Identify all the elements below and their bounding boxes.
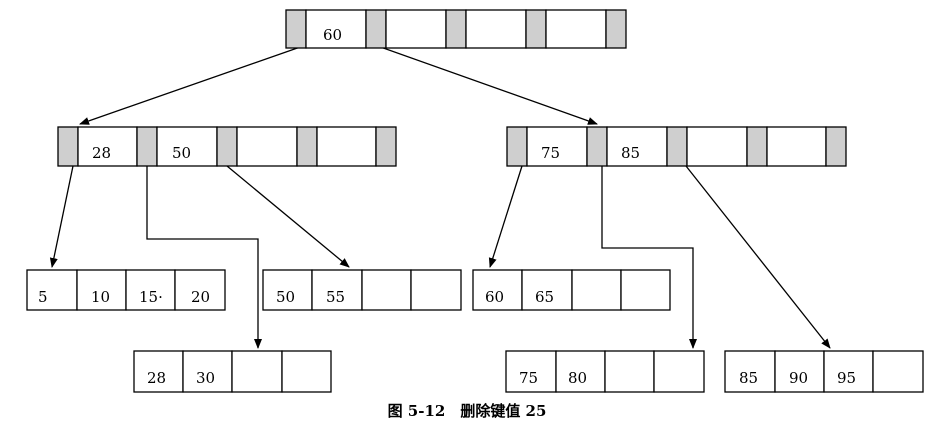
leaf-cell (823, 350, 874, 393)
key-cell (465, 9, 527, 49)
key-cell (385, 9, 447, 49)
key-cell (316, 126, 377, 167)
key-cell (766, 126, 827, 167)
key-label: 90 (789, 369, 808, 387)
key-label: 28 (92, 144, 111, 162)
key-cell (545, 9, 607, 49)
tree-edges (49, 44, 831, 349)
key-cell (77, 126, 138, 167)
leaf-cell (133, 350, 184, 393)
edge-right-internal-to-leaf-3 (488, 165, 523, 268)
pointer-cell (296, 126, 318, 167)
leaf-node-4: 28 30 (133, 350, 332, 393)
key-label: 60 (485, 288, 504, 306)
pointer-cell (216, 126, 238, 167)
key-label: 75 (541, 144, 560, 162)
leaf-cell (76, 269, 127, 311)
pointer-cell (525, 9, 547, 49)
pointer-cell (136, 126, 158, 167)
pointer-cell (445, 9, 467, 49)
edge-root-to-left-internal (79, 44, 307, 125)
leaf-cell (262, 269, 313, 311)
leaf-cell (604, 350, 655, 393)
pointer-cell (506, 126, 528, 167)
key-label: 55 (326, 288, 345, 306)
leaf-cell (620, 269, 671, 311)
edge-root-to-right-internal (374, 44, 598, 125)
leaf-cell (231, 350, 283, 393)
leaf-node-5: 75 80 (505, 350, 705, 393)
edge-right-internal-to-leaf-6 (685, 165, 831, 349)
key-label: 20 (191, 288, 210, 306)
edge-left-internal-to-leaf-2 (226, 165, 350, 268)
edge-left-internal-to-leaf-1 (49, 165, 74, 268)
key-cell (236, 126, 298, 167)
pointer-cell (825, 126, 847, 167)
leaf-cell (571, 269, 622, 311)
leaf-node-6: 85 90 95 (724, 350, 924, 393)
leaf-cell (26, 269, 78, 311)
pointer-cell (666, 126, 688, 167)
key-label: 85 (739, 369, 758, 387)
leaf-cell (410, 269, 462, 311)
key-label: 65 (535, 288, 554, 306)
pointer-cell (365, 9, 387, 49)
key-cell (686, 126, 748, 167)
leaf-cell (653, 350, 705, 393)
edge-right-internal-to-leaf-5 (601, 166, 697, 349)
leaf-cell (361, 269, 412, 311)
pointer-cell (586, 126, 608, 167)
pointer-cell (746, 126, 768, 167)
key-label: 5 (38, 288, 48, 306)
internal-node-left: 28 50 (57, 126, 397, 167)
leaf-cell (472, 269, 523, 311)
pointer-cell (605, 9, 627, 49)
key-label: 10 (91, 288, 110, 306)
leaf-cell (555, 350, 606, 393)
leaf-cell (521, 269, 573, 311)
edge-left-internal-to-leaf-4 (146, 166, 262, 349)
key-label: 30 (196, 369, 215, 387)
leaf-cell (872, 350, 924, 393)
figure-caption: 图 5-12 删除键值 25 (387, 402, 547, 420)
bplus-tree-diagram: 60 28 50 75 85 5 10 15· 20 (26, 9, 924, 393)
internal-node-right: 75 85 (506, 126, 847, 167)
leaf-cell (505, 350, 557, 393)
key-label: 28 (147, 369, 166, 387)
pointer-cell (285, 9, 307, 49)
key-label: 50 (172, 144, 191, 162)
key-label: 50 (276, 288, 295, 306)
leaf-cell (774, 350, 825, 393)
leaf-node-2: 50 55 (262, 269, 462, 311)
leaf-cell (125, 269, 176, 311)
key-label: 80 (568, 369, 587, 387)
pointer-cell (375, 126, 397, 167)
key-label: 95 (837, 369, 856, 387)
key-label: 15· (139, 288, 163, 306)
leaf-cell (281, 350, 332, 393)
leaf-cell (724, 350, 776, 393)
leaf-cell (174, 269, 226, 311)
pointer-cell (57, 126, 79, 167)
key-label: 60 (323, 26, 342, 44)
leaf-cell (182, 350, 233, 393)
leaf-node-1: 5 10 15· 20 (26, 269, 226, 311)
key-label: 85 (621, 144, 640, 162)
root-node: 60 (285, 9, 627, 49)
key-label: 75 (519, 369, 538, 387)
leaf-node-3: 60 65 (472, 269, 671, 311)
key-cell (305, 9, 367, 49)
